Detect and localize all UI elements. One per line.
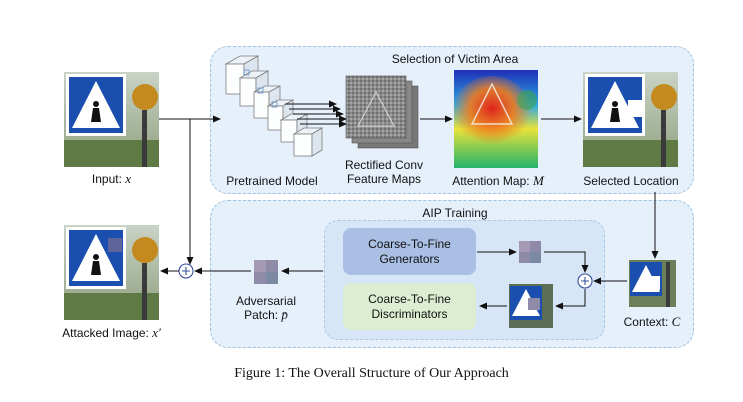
attacked-image xyxy=(64,225,159,320)
attention-symbol: M xyxy=(532,173,544,188)
input-image xyxy=(64,72,159,167)
generators-label-1: Coarse-To-Fine xyxy=(368,236,451,251)
pretrained-model-label: Pretrained Model xyxy=(226,174,318,188)
context-label: Context: C xyxy=(612,314,692,330)
selection-region-title: Selection of Victim Area xyxy=(391,52,519,66)
input-label: Input: x xyxy=(64,171,159,187)
feature-maps-icon xyxy=(345,75,419,149)
attacked-image-label: Attacked Image: x′ xyxy=(44,325,179,341)
selected-location-label: Selected Location xyxy=(583,174,679,188)
generators-label-2: Generators xyxy=(379,251,440,266)
context-label-text: Context: xyxy=(623,315,672,329)
generated-patch-image xyxy=(519,241,541,263)
attacked-symbol: x′ xyxy=(152,325,161,340)
feature-maps-label-2: Feature Maps xyxy=(346,172,422,186)
attention-map-image xyxy=(452,70,538,168)
attention-label-text: Attention Map: xyxy=(452,174,533,188)
patch-label-1: Adversarial xyxy=(235,294,297,308)
selected-location-image xyxy=(583,72,678,167)
context-symbol: C xyxy=(671,314,681,329)
feature-maps-label-1: Rectified Conv xyxy=(344,158,424,172)
adversarial-patch-image xyxy=(254,260,278,284)
input-label-text: Input: xyxy=(91,172,126,186)
patch-symbol: p̄ xyxy=(281,307,288,322)
patch-label-2: Patch: xyxy=(244,308,282,322)
attention-map-label: Attention Map: M xyxy=(448,173,548,189)
discriminators-label-2: Discriminators xyxy=(371,306,448,321)
context-image xyxy=(629,260,676,307)
pretrained-model-icon xyxy=(224,55,324,157)
flow-arrows xyxy=(159,100,659,310)
figure-caption: Figure 1: The Overall Structure of Our A… xyxy=(234,366,509,381)
combine-node-output xyxy=(178,263,194,279)
discriminator-input-image xyxy=(509,284,553,328)
input-symbol: x xyxy=(125,171,132,186)
aip-region-title: AIP Training xyxy=(422,206,488,220)
combine-node-context xyxy=(577,273,593,289)
discriminators-label-1: Coarse-To-Fine xyxy=(368,291,451,306)
attacked-label-text: Attacked Image: xyxy=(62,326,153,340)
